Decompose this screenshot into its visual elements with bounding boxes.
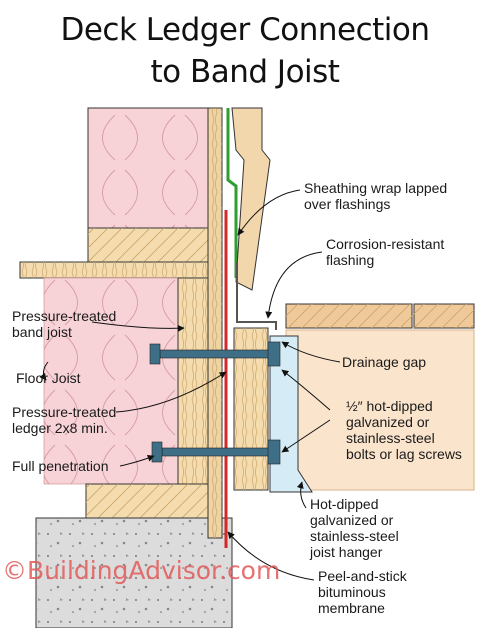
label-band-joist: Pressure-treated band joist bbox=[12, 308, 116, 340]
label-line: Hot-dipped bbox=[310, 496, 379, 512]
upper-wall-insulation bbox=[87, 107, 215, 229]
sill-plate bbox=[85, 483, 211, 519]
label-floor-joist: Floor Joist bbox=[16, 370, 81, 386]
label-line: Pressure-treated bbox=[12, 404, 117, 420]
label-line: galvanized or bbox=[346, 414, 430, 430]
label-drainage-gap: Drainage gap bbox=[342, 354, 427, 370]
deck-boards bbox=[285, 303, 475, 329]
label-line: Sheathing wrap lapped bbox=[304, 180, 448, 196]
label-line: Peel-and-stick bbox=[318, 568, 407, 584]
concrete-foundation bbox=[35, 517, 233, 629]
label-line: ledger 2x8 min. bbox=[12, 420, 108, 436]
deck-joist bbox=[285, 329, 475, 491]
label-line: bolts or lag screws bbox=[346, 446, 462, 462]
label-line: membrane bbox=[318, 600, 385, 616]
label-bolts: ½″ hot-dipped galvanized or stainless-st… bbox=[346, 398, 462, 462]
leader-lines bbox=[39, 189, 341, 581]
wall-bottom-plate bbox=[87, 227, 215, 263]
label-line: over flashings bbox=[304, 196, 391, 212]
label-full-penetration: Full penetration bbox=[12, 458, 109, 474]
label-flashing: Corrosion-resistant flashing bbox=[326, 236, 444, 268]
lower-bolt bbox=[151, 439, 281, 465]
watermark: ©BuildingAdvisor.com bbox=[2, 556, 281, 585]
label-line: galvanized or bbox=[310, 512, 394, 528]
label-line: flashing bbox=[326, 252, 375, 268]
upper-bolt bbox=[149, 341, 281, 367]
label-line: joist hanger bbox=[310, 544, 383, 560]
label-line: stainless-steel bbox=[310, 528, 399, 544]
joist-hanger bbox=[269, 335, 313, 493]
label-line: band joist bbox=[12, 324, 72, 340]
label-line: Pressure-treated bbox=[12, 308, 117, 324]
label-line: Corrosion-resistant bbox=[326, 236, 445, 252]
sheathing-wrap bbox=[226, 108, 238, 278]
label-joist-hanger: Hot-dipped galvanized or stainless-steel… bbox=[310, 496, 399, 560]
label-line: bituminous bbox=[318, 584, 386, 600]
label-membrane: Peel-and-stick bituminous membrane bbox=[318, 568, 407, 616]
subfloor bbox=[19, 261, 219, 279]
wall-sheathing bbox=[207, 107, 223, 539]
label-line: stainless-steel bbox=[346, 430, 435, 446]
label-ledger: Pressure-treated ledger 2x8 min. bbox=[12, 404, 116, 436]
title-line-1: Deck Ledger Connection bbox=[60, 12, 430, 48]
flashing bbox=[236, 262, 277, 330]
title-line-2: to Band Joist bbox=[150, 54, 340, 90]
siding bbox=[231, 107, 271, 291]
label-sheathing-wrap: Sheathing wrap lapped over flashings bbox=[304, 180, 447, 212]
label-line: ½″ hot-dipped bbox=[346, 398, 433, 414]
